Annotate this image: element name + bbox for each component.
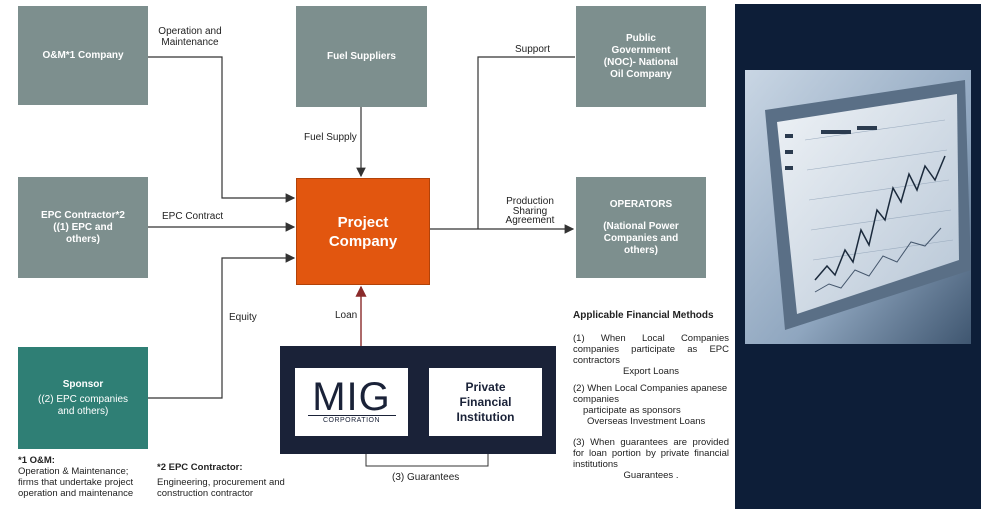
stock-chart-photo bbox=[745, 70, 971, 344]
operators-sub: (National Power Companies and others) bbox=[603, 220, 679, 256]
support-label: Support bbox=[515, 44, 551, 55]
om-company-label: O&M*1 Company bbox=[42, 49, 124, 61]
fuel-suppliers-box: Fuel Suppliers bbox=[296, 6, 427, 107]
guarantees-label: (3) Guarantees bbox=[392, 472, 460, 483]
method-1-text: (1) When Local Companies companies parti… bbox=[573, 333, 729, 366]
operation-label: Operation and Maintenance bbox=[158, 26, 222, 48]
footnote-om: *1 O&M: Operation & Maintenance; firms t… bbox=[18, 455, 148, 499]
support-connector bbox=[477, 56, 575, 229]
footnote-om-title: *1 O&M: bbox=[18, 455, 55, 466]
equity-label: Equity bbox=[229, 312, 257, 323]
footnote-om-text: Operation & Maintenance; firms that unde… bbox=[18, 466, 134, 499]
mig-logo-card: MIG CORPORATION bbox=[295, 368, 408, 436]
fuel-supply-label: Fuel Supply bbox=[304, 132, 357, 143]
financial-methods: Applicable Financial Methods (1) When Lo… bbox=[573, 310, 729, 487]
footnote-epc: *2 EPC Contractor: Engineering, procurem… bbox=[157, 462, 289, 499]
stock-chart-illustration bbox=[745, 70, 971, 344]
sponsor-box: Sponsor ((2) EPC companies and others) bbox=[18, 347, 148, 449]
equity-connector bbox=[148, 253, 296, 399]
method-2-result: Overseas Investment Loans bbox=[587, 416, 706, 427]
method-2-sub: participate as sponsors bbox=[583, 405, 681, 416]
operators-box: OPERATORS (National Power Companies and … bbox=[576, 177, 706, 278]
lenders-panel: MIG CORPORATION Private Financial Instit… bbox=[280, 346, 556, 454]
method-3: (3) When guarantees are provided for loa… bbox=[573, 437, 729, 481]
guarantees-bracket bbox=[365, 454, 489, 467]
method-2-text: (2) When Local Companies apanese compani… bbox=[573, 383, 728, 405]
epc-contractor-box: EPC Contractor*2 ((1) EPC and others) bbox=[18, 177, 148, 278]
mig-corporation-label: CORPORATION bbox=[307, 415, 396, 425]
methods-title: Applicable Financial Methods bbox=[573, 310, 714, 321]
project-line1: Project bbox=[337, 213, 389, 231]
method-1: (1) When Local Companies companies parti… bbox=[573, 333, 729, 377]
private-financial-institution-card: Private Financial Institution bbox=[429, 368, 542, 436]
footnote-epc-text: Engineering, procurement and constructio… bbox=[157, 477, 285, 499]
mig-logo: MIG bbox=[312, 375, 391, 419]
method-1-result: Export Loans bbox=[623, 366, 679, 377]
psa-label: Production Sharing Agreement bbox=[505, 196, 555, 226]
epc-contractor-label: EPC Contractor*2 ((1) EPC and others) bbox=[41, 209, 125, 245]
loan-label: Loan bbox=[335, 310, 358, 321]
epc-contract-label: EPC Contract bbox=[162, 211, 224, 222]
method-2: (2) When Local Companies apanese compani… bbox=[573, 383, 729, 427]
pfi-label: Private Financial Institution bbox=[456, 379, 515, 424]
method-3-result: Guarantees . bbox=[623, 470, 679, 481]
project-line2: Company bbox=[328, 232, 398, 250]
sponsor-sub: ((2) EPC companies and others) bbox=[37, 393, 129, 417]
footnote-epc-title: *2 EPC Contractor: bbox=[157, 462, 243, 473]
fuel-suppliers-label: Fuel Suppliers bbox=[327, 50, 396, 62]
operators-title: OPERATORS bbox=[609, 198, 673, 210]
om-connector bbox=[148, 56, 296, 203]
photo-panel bbox=[735, 4, 981, 509]
om-company-box: O&M*1 Company bbox=[18, 6, 148, 105]
method-3-text: (3) When guarantees are provided for loa… bbox=[573, 437, 729, 470]
project-company-box: Project Company bbox=[296, 178, 430, 285]
sponsor-title: Sponsor bbox=[62, 378, 104, 390]
government-box: Public Government (NOC)- National Oil Co… bbox=[576, 6, 706, 107]
government-label: Public Government (NOC)- National Oil Co… bbox=[603, 32, 679, 80]
